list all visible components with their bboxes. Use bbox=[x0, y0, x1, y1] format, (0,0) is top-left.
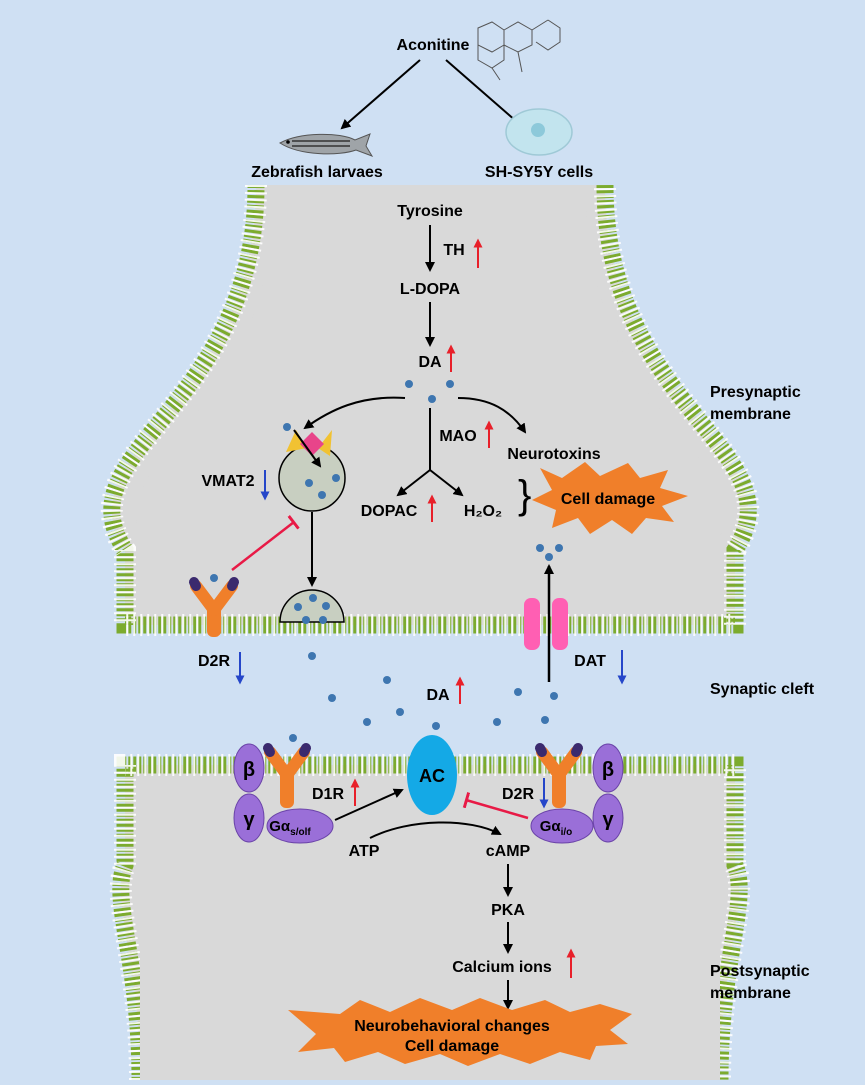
arrow-to-dopac bbox=[396, 469, 431, 497]
vesicle-fusing bbox=[279, 589, 345, 623]
d2r-post-receptor bbox=[535, 743, 583, 808]
dat-label: DAT bbox=[574, 653, 606, 670]
cells-label: SH-SY5Y cells bbox=[485, 164, 593, 181]
arrow-atp-camp bbox=[369, 821, 502, 839]
brace: } bbox=[518, 473, 531, 517]
beta-gamma-left bbox=[233, 743, 265, 843]
calcium-label: Calcium ions bbox=[452, 959, 552, 976]
arrow-into-vesicle bbox=[293, 429, 322, 468]
outcome-line1: Neurobehavioral changes bbox=[354, 1018, 550, 1035]
zebrafish-icon bbox=[279, 133, 374, 157]
th-label: TH bbox=[443, 242, 464, 259]
arrow-gas-ac bbox=[334, 788, 404, 821]
aconitine-structure-icon bbox=[477, 19, 561, 81]
cell-icon bbox=[505, 108, 573, 156]
gamma-left: γ bbox=[243, 809, 255, 831]
synaptic-cleft-label: Synaptic cleft bbox=[710, 681, 815, 698]
d1r-label: D1R bbox=[312, 786, 344, 803]
da-molecules-cytosol bbox=[405, 380, 454, 403]
cell-damage-burst-pre bbox=[532, 462, 688, 534]
h2o2-label: H₂O₂ bbox=[464, 503, 502, 520]
outcome-line2: Cell damage bbox=[405, 1038, 499, 1055]
gas-label: Gαs/olf bbox=[269, 818, 311, 838]
arrow-to-vesicle bbox=[303, 396, 406, 430]
presynaptic-label-2: membrane bbox=[710, 406, 791, 423]
ac-enzyme bbox=[407, 735, 457, 815]
arrow-to-zebrafish bbox=[340, 59, 421, 130]
da-label: DA bbox=[418, 354, 442, 371]
gas-protein bbox=[266, 808, 334, 844]
vmat2-transporter bbox=[286, 430, 332, 456]
d1r-receptor bbox=[263, 743, 311, 808]
beta-left: β bbox=[243, 759, 255, 781]
pka-label: PKA bbox=[491, 902, 525, 919]
d2r-pre-label: D2R bbox=[198, 653, 230, 670]
presynaptic-label-1: Presynaptic bbox=[710, 384, 801, 401]
dat-transporter bbox=[524, 598, 568, 650]
dat-da-molecules bbox=[536, 544, 563, 561]
neurotoxins-label: Neurotoxins bbox=[507, 446, 600, 463]
atp-label: ATP bbox=[349, 843, 380, 860]
zebrafish-label: Zebrafish larvaes bbox=[251, 164, 383, 181]
beta-right: β bbox=[602, 759, 614, 781]
vesicle-upper-da bbox=[283, 423, 340, 499]
vesicle-fusing-da bbox=[294, 594, 330, 624]
beta-gamma-right bbox=[592, 743, 624, 843]
aconitine-label: Aconitine bbox=[397, 37, 470, 54]
cleft-da-molecules bbox=[289, 652, 558, 742]
cleft-da-label: DA bbox=[426, 687, 450, 704]
cell-damage-label-pre: Cell damage bbox=[561, 491, 655, 508]
gai-protein bbox=[530, 808, 594, 844]
gamma-right: γ bbox=[602, 809, 614, 831]
postsynaptic-label-2: membrane bbox=[710, 985, 791, 1002]
outcome-burst bbox=[288, 998, 632, 1066]
ldopa-label: L-DOPA bbox=[400, 281, 461, 298]
arrow-to-h2o2 bbox=[429, 469, 464, 497]
gai-inhibit-ac bbox=[462, 792, 529, 820]
mao-label: MAO bbox=[439, 428, 476, 445]
gai-label: Gαi/o bbox=[540, 818, 573, 838]
camp-label: cAMP bbox=[486, 843, 531, 860]
dopac-label: DOPAC bbox=[361, 503, 418, 520]
d2r-post-label: D2R bbox=[502, 786, 534, 803]
arrow-to-cells bbox=[445, 59, 526, 130]
postsynaptic-label-1: Postsynaptic bbox=[710, 963, 810, 980]
vmat2-label: VMAT2 bbox=[201, 473, 254, 490]
ac-label: AC bbox=[419, 766, 445, 786]
d2r-autoreceptor bbox=[189, 577, 239, 637]
d2r-inhibition bbox=[231, 515, 300, 571]
arrow-to-neurotoxins bbox=[457, 397, 527, 434]
tyrosine-label: Tyrosine bbox=[397, 203, 463, 220]
